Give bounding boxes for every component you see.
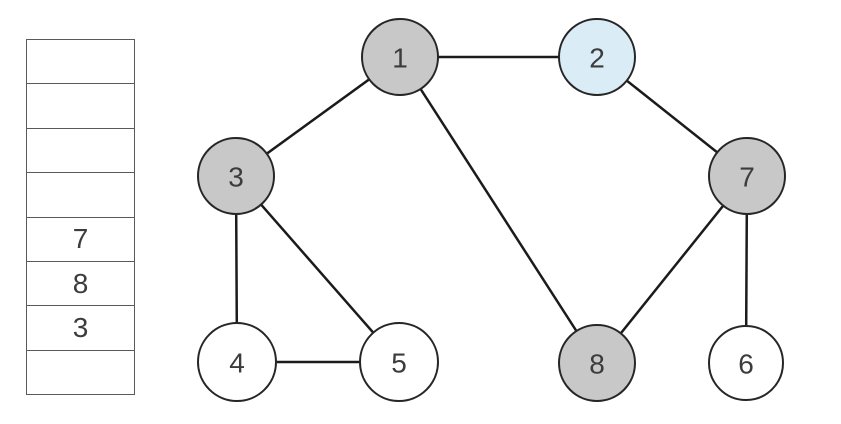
graph-node-2: 2 — [558, 18, 636, 96]
graph-node-circle-8 — [558, 324, 636, 402]
graph-node-5: 5 — [359, 322, 439, 402]
graph-node-8: 8 — [558, 324, 636, 402]
graph-node-circle-4 — [197, 322, 277, 402]
graph-node-1: 1 — [361, 18, 439, 96]
stack-cell-3 — [26, 127, 135, 174]
graph-node-6: 6 — [708, 325, 784, 401]
graph-node-circle-3 — [197, 137, 275, 215]
stack-cell-2 — [26, 83, 135, 129]
graph-node-circle-7 — [708, 137, 786, 215]
stack-cell-4 — [26, 172, 135, 218]
graph-node-7: 7 — [708, 137, 786, 215]
stack-cell-6: 8 — [26, 260, 135, 307]
graph-node-label-2: 2 — [589, 43, 605, 74]
graph-node-label-3: 3 — [228, 162, 244, 193]
graph-node-4: 4 — [197, 322, 277, 402]
graph-node-label-1: 1 — [392, 43, 408, 74]
graph-node-label-8: 8 — [589, 349, 605, 380]
stack-cell-7: 3 — [26, 305, 135, 351]
graph-node-3: 3 — [197, 137, 275, 215]
graph-node-label-5: 5 — [391, 348, 407, 379]
graph-node-label-4: 4 — [229, 348, 245, 379]
graph-node-circle-6 — [708, 325, 784, 401]
stack-cell-5: 7 — [26, 216, 135, 262]
stack-cell-1 — [26, 39, 135, 85]
graph-node-label-6: 6 — [738, 349, 754, 380]
graph-edge-1-8 — [398, 56, 599, 364]
graph-node-circle-2 — [558, 18, 636, 96]
graph-node-circle-5 — [359, 322, 439, 402]
stack-cell-8 — [26, 349, 135, 396]
graph-edge-3-5 — [235, 175, 400, 363]
graph-node-label-7: 7 — [739, 162, 755, 193]
graph-edge-7-8 — [596, 175, 748, 364]
graph-node-circle-1 — [361, 18, 439, 96]
